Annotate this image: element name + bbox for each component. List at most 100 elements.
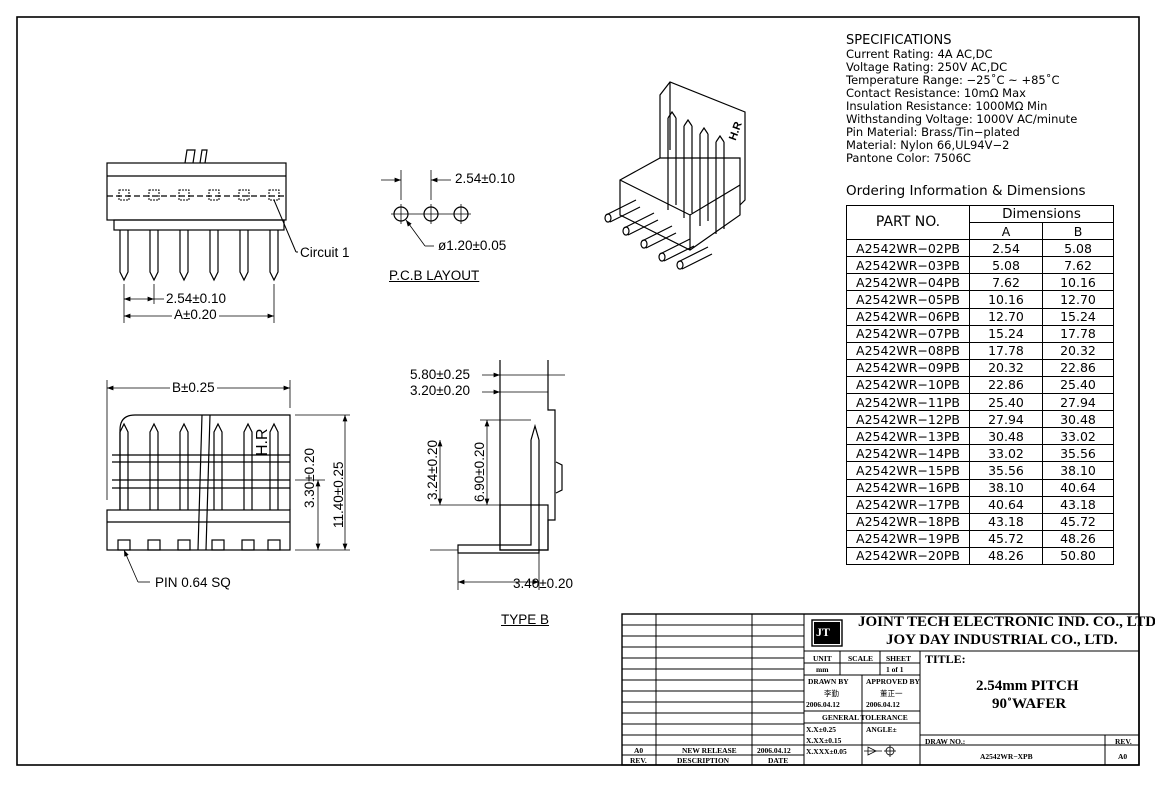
dim-b-cell: 43.18 [1042, 495, 1114, 514]
rev-value: A0 [1118, 752, 1128, 761]
type-b-label: TYPE B [501, 612, 550, 627]
tolerance-3: X.XXX±0.05 [806, 747, 847, 756]
height-330-dim: 3.30±0.20 [302, 448, 317, 508]
draw-no: A2542WR−XPB [980, 752, 1033, 761]
spec-line: Contact Resistance: 10mΩ Max [846, 86, 1026, 100]
rev-row-rev: A0 [634, 746, 644, 755]
circuit-1-label: Circuit 1 [300, 245, 350, 260]
tolerance-1: X.X±0.25 [806, 725, 836, 734]
front-view-top [106, 149, 298, 323]
dim-a-cell: 43.18 [969, 512, 1043, 531]
dim-a-cell: 38.10 [969, 478, 1043, 497]
draw-no-label: DRAW NO.: [925, 737, 966, 746]
company-logo: JT [816, 625, 831, 639]
dim-b-cell: 15.24 [1042, 307, 1114, 326]
dim-a-cell: 10.16 [969, 290, 1043, 309]
part-no-header: PART NO. [846, 204, 970, 241]
dim-a-cell: 22.86 [969, 375, 1043, 395]
dim-b-cell: 22.86 [1042, 358, 1114, 377]
part-number-cell: A2542WR−02PB [846, 239, 970, 258]
dim-b-cell: 50.80 [1042, 546, 1114, 565]
spec-line: Voltage Rating: 250V AC,DC [846, 60, 1008, 74]
spec-line: Current Rating: 4A AC,DC [846, 47, 993, 61]
dim-a-cell: 35.56 [969, 461, 1043, 480]
dim-b-cell: 30.48 [1042, 410, 1114, 429]
dim-b-cell: 27.94 [1042, 393, 1114, 412]
side-690-dim: 6.90±0.20 [472, 442, 487, 502]
pcb-layout-label: P.C.B LAYOUT [389, 268, 480, 283]
dim-b-cell: 25.40 [1042, 375, 1114, 395]
dim-a-cell: 48.26 [969, 546, 1043, 565]
dim-a-cell: 17.78 [969, 341, 1043, 360]
side-340-dim: 3.40±0.20 [513, 576, 573, 591]
dim-b-cell: 7.62 [1042, 256, 1114, 275]
dim-a-cell: 40.64 [969, 495, 1043, 514]
company-name-1: JOINT TECH ELECTRONIC IND. CO., LTD. [858, 614, 1155, 630]
drawing-title-1: 2.54mm PITCH [976, 678, 1079, 694]
dim-b-cell: 20.32 [1042, 341, 1114, 360]
angle-label: ANGLE± [866, 725, 897, 734]
side-320-dim: 3.20±0.20 [410, 383, 470, 398]
title-block [621, 613, 1140, 766]
unit-label: UNIT [813, 654, 832, 663]
drawn-by-label: DRAWN BY [808, 677, 849, 686]
part-number-cell: A2542WR−16PB [846, 478, 970, 497]
scale-label: SCALE [848, 654, 874, 663]
dim-b-cell: 5.08 [1042, 239, 1114, 258]
dim-a-cell: 45.72 [969, 529, 1043, 548]
dim-a-cell: 2.54 [969, 239, 1043, 258]
dim-b-cell: 38.10 [1042, 461, 1114, 480]
description-column-header: DESCRIPTION [677, 756, 730, 765]
part-number-cell: A2542WR−04PB [846, 273, 970, 292]
side-view [430, 360, 565, 590]
tolerance-2: X.XX±0.15 [806, 736, 842, 745]
part-number-cell: A2542WR−19PB [846, 529, 970, 548]
part-number-cell: A2542WR−15PB [846, 461, 970, 480]
dim-b-cell: 45.72 [1042, 512, 1114, 531]
dim-b-cell: 10.16 [1042, 273, 1114, 292]
part-number-cell: A2542WR−20PB [846, 546, 970, 565]
part-number-cell: A2542WR−12PB [846, 410, 970, 429]
dim-a-cell: 27.94 [969, 410, 1043, 429]
drawing-title-2: 90˚WAFER [992, 696, 1067, 712]
hr-marking: H.R [254, 428, 271, 456]
spec-line: Withstanding Voltage: 1000V AC/minute [846, 112, 1078, 126]
rev-row-date: 2006.04.12 [757, 746, 791, 755]
sheet-label: SHEET [886, 654, 912, 663]
a-dimension: A±0.20 [172, 307, 219, 322]
part-number-cell: A2542WR−08PB [846, 341, 970, 360]
b-dimension: B±0.25 [170, 380, 217, 395]
part-number-cell: A2542WR−11PB [846, 393, 970, 412]
part-number-cell: A2542WR−10PB [846, 375, 970, 395]
part-number-cell: A2542WR−18PB [846, 512, 970, 531]
front-pitch-dim: 2.54±0.10 [166, 291, 226, 306]
approved-by-label: APPROVED BY [866, 677, 920, 686]
spec-heading: SPECIFICATIONS [846, 33, 952, 48]
side-580-dim: 5.80±0.25 [410, 367, 470, 382]
dim-b-cell: 17.78 [1042, 324, 1114, 343]
col-a-header: A [969, 222, 1043, 241]
rev-label: REV. [1115, 737, 1132, 746]
dim-b-cell: 12.70 [1042, 290, 1114, 309]
sheet-border [16, 16, 1140, 766]
rev-row-desc: NEW RELEASE [682, 746, 737, 755]
hole-diameter-dim: ø1.20±0.05 [438, 238, 507, 253]
spec-line: Pin Material: Brass/Tin−plated [846, 125, 1020, 139]
part-number-cell: A2542WR−06PB [846, 307, 970, 326]
